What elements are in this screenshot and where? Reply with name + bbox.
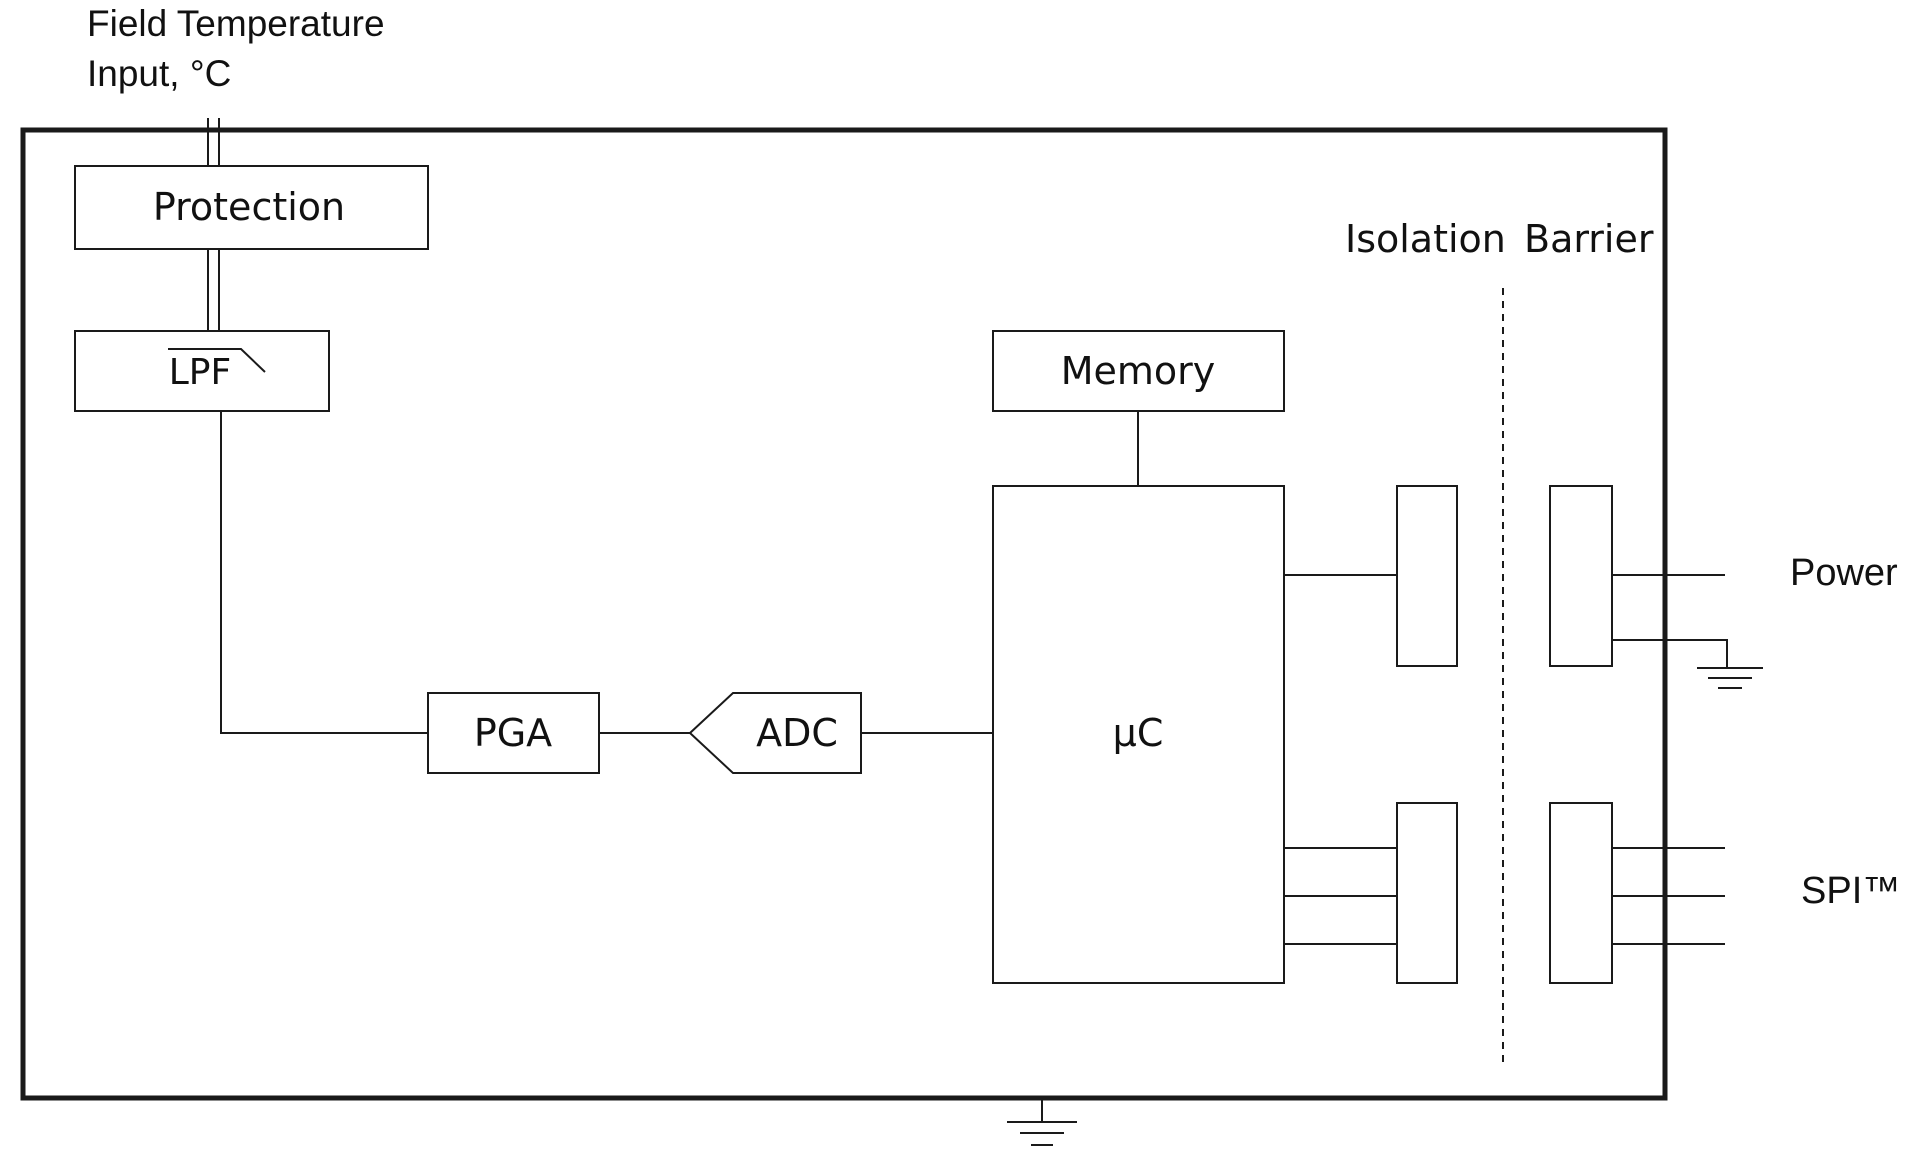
power-label: Power: [1790, 552, 1898, 594]
power-isolator-right: [1549, 485, 1613, 667]
microcontroller-label: µC: [1113, 711, 1164, 755]
spi-isolator-left: [1396, 802, 1458, 984]
spi-label: SPI™: [1801, 870, 1900, 912]
memory-block: Memory: [992, 330, 1285, 412]
protection-label: Protection: [153, 185, 345, 229]
memory-label: Memory: [1061, 349, 1216, 393]
spi-isolator-right: [1549, 802, 1613, 984]
input-label-line1: Field Temperature: [87, 3, 385, 44]
pga-block: PGA: [427, 692, 600, 774]
lpf-block: LPF: [74, 330, 330, 412]
adc-block: ADC: [688, 692, 862, 774]
power-isolator-left: [1396, 485, 1458, 667]
lpf-pga-wire: [220, 411, 428, 734]
microcontroller-block: µC: [992, 485, 1285, 984]
adc-label: ADC: [756, 711, 838, 755]
lpf-rolloff-icon: [168, 348, 266, 373]
power-ground-icon: [1697, 667, 1763, 689]
input-label-line2: Input, °C: [87, 53, 231, 94]
isolation-barrier-label-word2: Barrier: [1524, 217, 1654, 261]
pga-label: PGA: [474, 711, 552, 755]
module-ground-icon: [1007, 1121, 1077, 1146]
lpf-label: LPF: [169, 352, 231, 393]
power-wire-ground: [1612, 639, 1728, 668]
module-border: [20, 127, 1668, 1101]
isolation-barrier-label-word1: Isolation: [1345, 217, 1506, 261]
protection-block: Protection: [74, 165, 429, 250]
